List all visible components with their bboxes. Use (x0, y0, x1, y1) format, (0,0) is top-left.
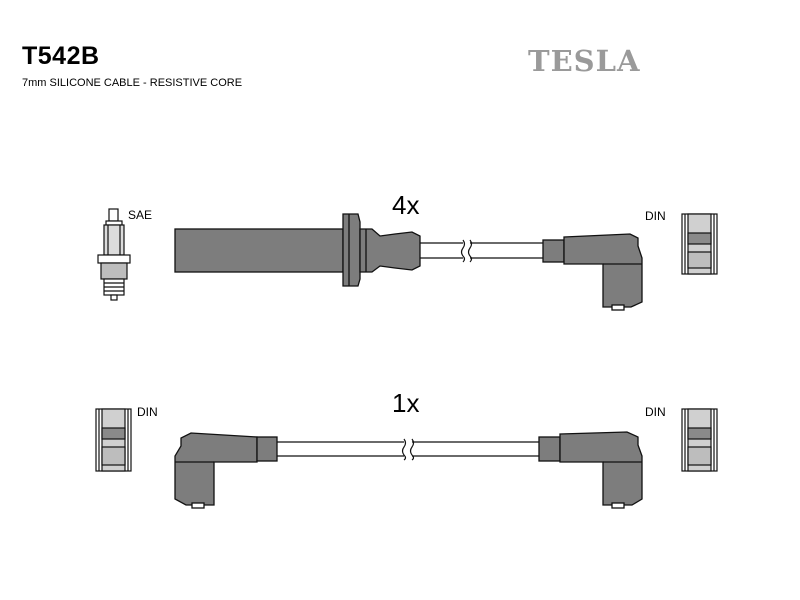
cable-1-quantity: 4x (392, 190, 420, 220)
cable-2-right-din-boot (538, 431, 643, 509)
cable-2-left-connector-label: DIN (137, 405, 158, 419)
din-terminal-icon (681, 213, 718, 275)
cable-1-din-boot (542, 233, 643, 311)
din-terminal-icon (95, 408, 132, 472)
cable-2-wire (277, 438, 539, 461)
cable-description: 7mm SILICONE CABLE - RESISTIVE CORE (22, 77, 243, 89)
part-number: T542B (22, 42, 100, 70)
brand-logo: TESLA (528, 44, 641, 78)
cable-2-right-connector-label: DIN (645, 405, 666, 419)
din-terminal-icon (681, 408, 718, 472)
spark-plug-icon (97, 208, 131, 301)
cable-1-sae-boot (174, 213, 421, 287)
cable-1-wire (420, 239, 543, 263)
cable-2-quantity: 1x (392, 388, 420, 418)
cable-2-left-din-boot (174, 432, 278, 509)
cable-1-right-connector-label: DIN (645, 209, 666, 223)
cable-1-left-connector-label: SAE (128, 208, 153, 222)
